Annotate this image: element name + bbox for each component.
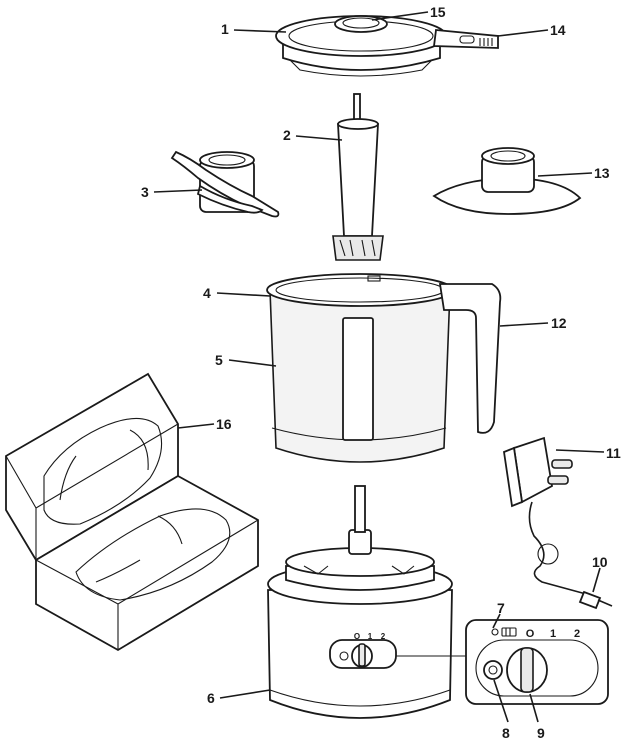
switch-position-label: 2: [381, 632, 386, 641]
switch-position-label: 1: [550, 628, 556, 640]
callout-6: 6: [207, 690, 215, 706]
callout-11: 11: [606, 445, 621, 461]
callout-2: 2: [283, 127, 291, 143]
callout-7: 7: [497, 600, 505, 616]
switch-detail-panel: O 1 2: [396, 619, 609, 705]
callout-15: 15: [430, 4, 446, 20]
motor-base-part: [267, 485, 453, 719]
callout-4: 4: [203, 285, 211, 301]
callout-8: 8: [502, 725, 510, 741]
leader-lines: [153, 11, 605, 723]
callout-5: 5: [215, 352, 223, 368]
callout-14: 14: [550, 22, 566, 38]
slicing-disc-part: [432, 147, 582, 215]
callout-3: 3: [141, 184, 149, 200]
callout-10: 10: [592, 554, 608, 570]
power-adapter-part: [503, 436, 613, 610]
callout-1: 1: [221, 21, 229, 37]
callout-12: 12: [551, 315, 567, 331]
callout-16: 16: [216, 416, 232, 432]
callout-labels: 1 2 3 4 5 6 7 8 9 10 11 12 13 14 15 16: [141, 4, 621, 741]
switch-position-label: O: [354, 632, 360, 641]
callout-9: 9: [537, 725, 545, 741]
chopping-blade-part: [170, 150, 280, 218]
lid-part: [275, 15, 499, 77]
blade-shaft-part: [332, 93, 384, 261]
callout-13: 13: [594, 165, 610, 181]
body-switch-labels: O 1 2: [354, 632, 386, 641]
storage-box-part: [5, 372, 259, 652]
switch-position-label: 1: [368, 632, 373, 641]
bowl-part: [266, 273, 502, 463]
switch-position-label: 2: [574, 628, 580, 640]
switch-position-label: O: [526, 628, 535, 640]
